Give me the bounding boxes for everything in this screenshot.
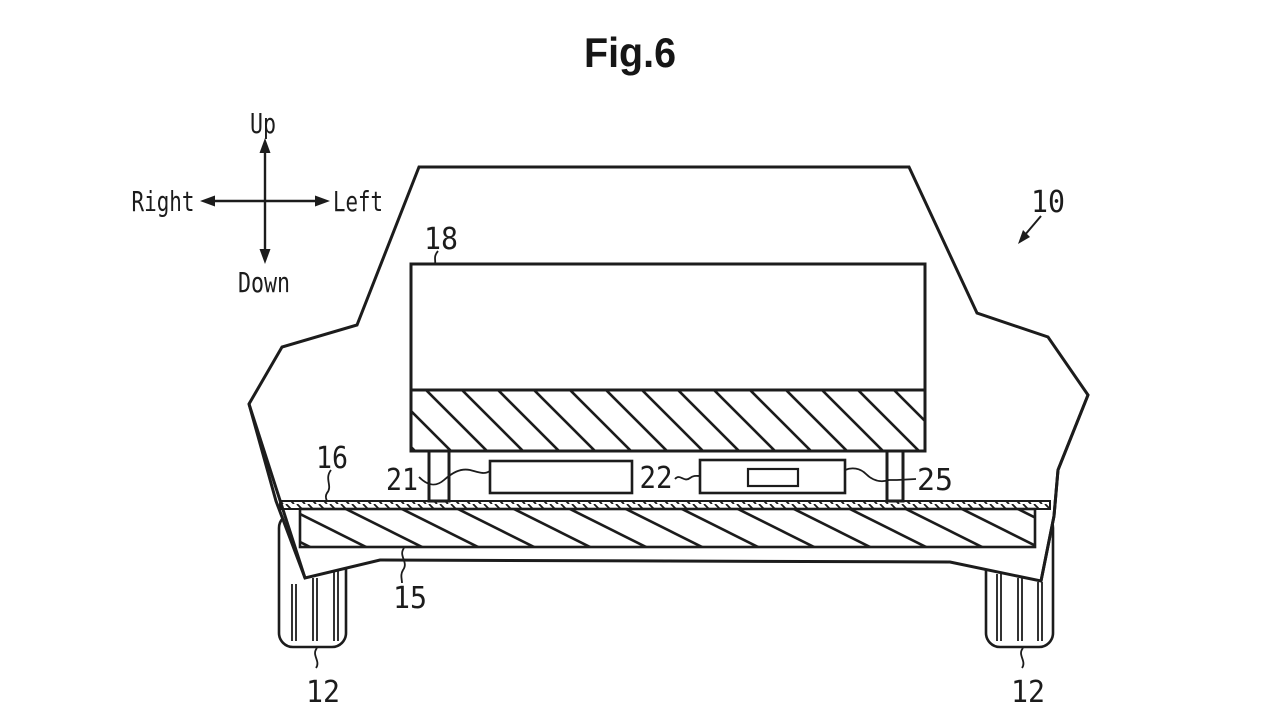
label-vehicle-10: 10 <box>1031 185 1065 220</box>
left-arrowhead-icon <box>315 195 330 207</box>
leader-18 <box>434 250 439 265</box>
direction-indicator: Up Down Right Left <box>132 107 384 299</box>
body-side-edge-left <box>247 403 307 579</box>
label-under-cover-15: 15 <box>393 581 427 616</box>
direction-right-label: Right <box>132 185 195 218</box>
mounting-leg-left <box>427 449 451 503</box>
figure-title: Fig.6 <box>584 29 676 76</box>
leader-22 <box>674 474 701 481</box>
battery-support-hatched-band <box>409 388 927 453</box>
leader-12-right <box>1020 647 1025 669</box>
label-component-22: 22 <box>640 461 673 496</box>
label-battery-pack-18: 18 <box>424 222 458 257</box>
mounting-leg-right <box>885 449 905 503</box>
wheel-tread-lines-right <box>996 574 1043 641</box>
leader-12-left <box>314 647 319 669</box>
label-component-21: 21 <box>386 463 418 498</box>
up-arrowhead-icon <box>259 138 271 153</box>
vehicle-arrowhead-icon <box>1018 230 1030 244</box>
vehicle-arrow-line <box>1023 215 1042 237</box>
leader-16 <box>324 469 332 502</box>
label-floor-panel-16: 16 <box>316 441 348 476</box>
body-side-edge-right <box>1039 394 1090 582</box>
leader-21 <box>418 468 491 486</box>
underfloor-component-inner <box>746 467 800 488</box>
vehicle-arrow <box>1018 215 1042 244</box>
under-cover-panel <box>298 507 1037 549</box>
underfloor-component-left <box>488 459 634 495</box>
direction-left-label: Left <box>333 185 383 218</box>
label-wheel-left-12: 12 <box>306 675 340 710</box>
down-arrowhead-icon <box>259 249 271 264</box>
wheel-tread-lines-left <box>291 570 339 641</box>
direction-down-label: Down <box>238 266 290 299</box>
label-wheel-right-12: 12 <box>1011 675 1045 710</box>
direction-up-label: Up <box>250 107 276 140</box>
leader-15 <box>400 547 406 584</box>
label-component-25: 25 <box>917 463 953 498</box>
leader-25 <box>844 467 917 483</box>
right-arrowhead-icon <box>200 195 215 207</box>
